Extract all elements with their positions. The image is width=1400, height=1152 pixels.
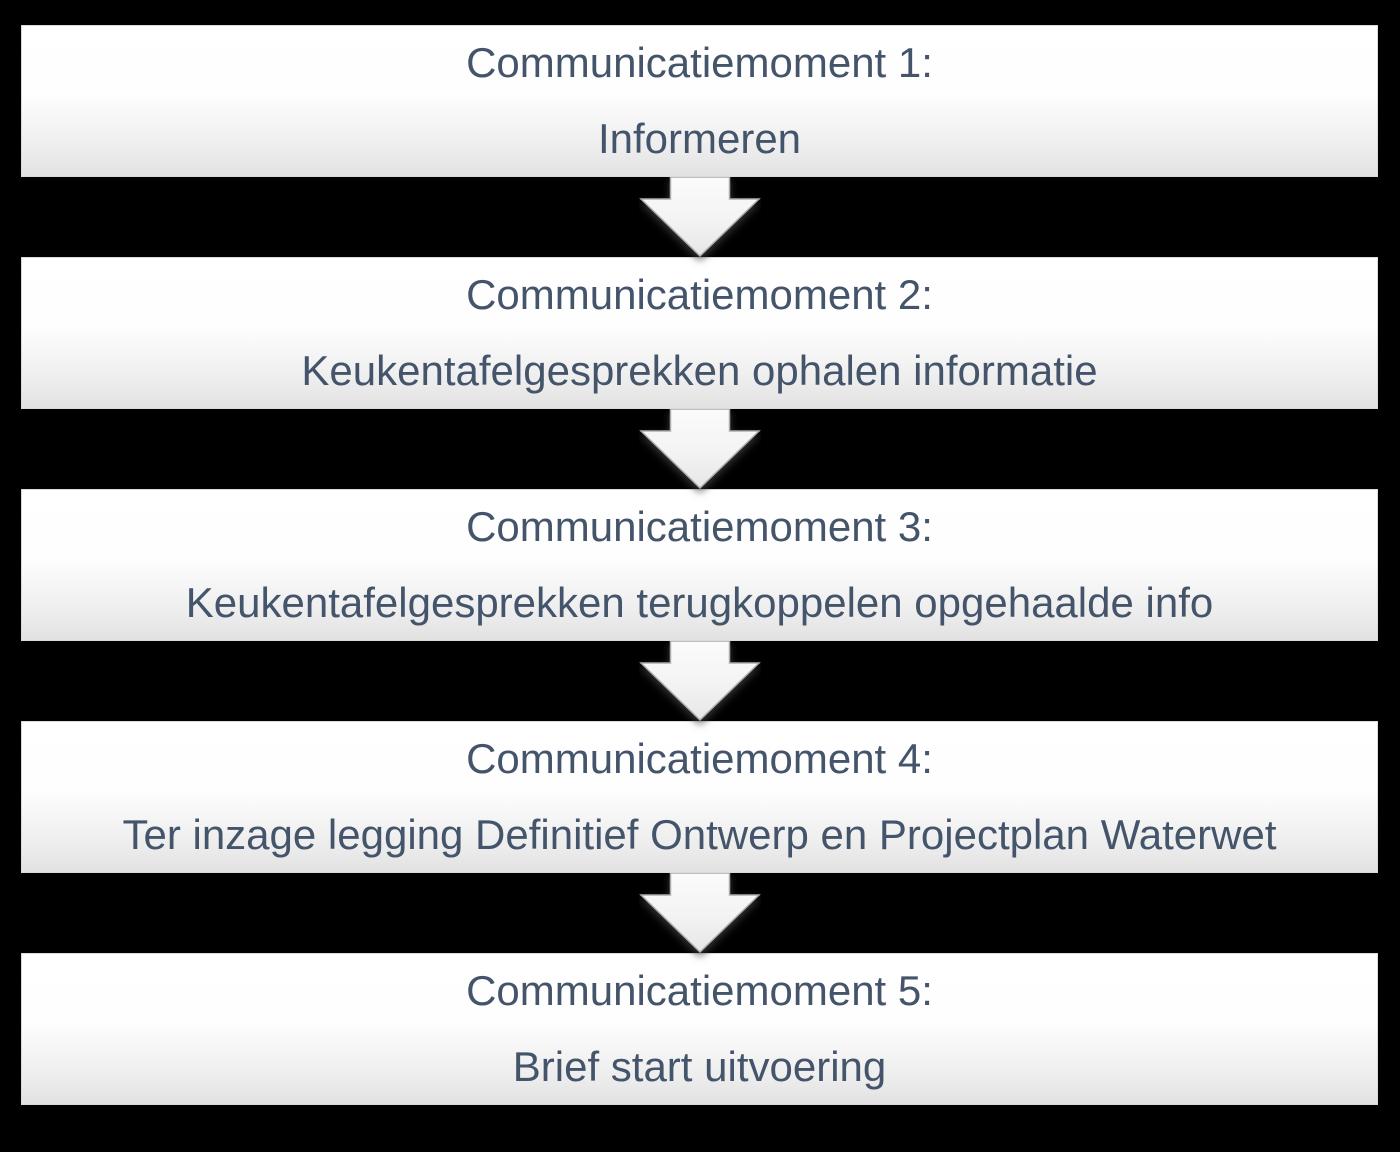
step-title: Communicatiemoment 2: [466, 271, 933, 318]
step-box-5: Communicatiemoment 5: Brief start uitvoe… [21, 953, 1378, 1105]
step-box-2: Communicatiemoment 2: Keukentafelgesprek… [21, 257, 1378, 409]
down-arrow-icon [639, 177, 761, 277]
step-title: Communicatiemoment 4: [466, 735, 933, 782]
step-subtitle: Informeren [597, 115, 802, 162]
step-subtitle: Brief start uitvoering [512, 1043, 887, 1090]
step-subtitle: Ter inzage legging Definitief Ontwerp en… [122, 811, 1277, 858]
step-subtitle: Keukentafelgesprekken terugkoppelen opge… [185, 579, 1214, 626]
down-arrow-icon [639, 409, 761, 509]
down-arrow-icon [639, 873, 761, 973]
step-box-4: Communicatiemoment 4: Ter inzage legging… [21, 721, 1378, 873]
step-title: Communicatiemoment 5: [466, 967, 933, 1014]
step-title: Communicatiemoment 3: [466, 503, 933, 550]
step-box-3: Communicatiemoment 3: Keukentafelgesprek… [21, 489, 1378, 641]
step-title: Communicatiemoment 1: [466, 39, 933, 86]
down-arrow-icon [639, 641, 761, 741]
step-box-1: Communicatiemoment 1: Informeren [21, 25, 1378, 177]
step-subtitle: Keukentafelgesprekken ophalen informatie [301, 347, 1098, 394]
